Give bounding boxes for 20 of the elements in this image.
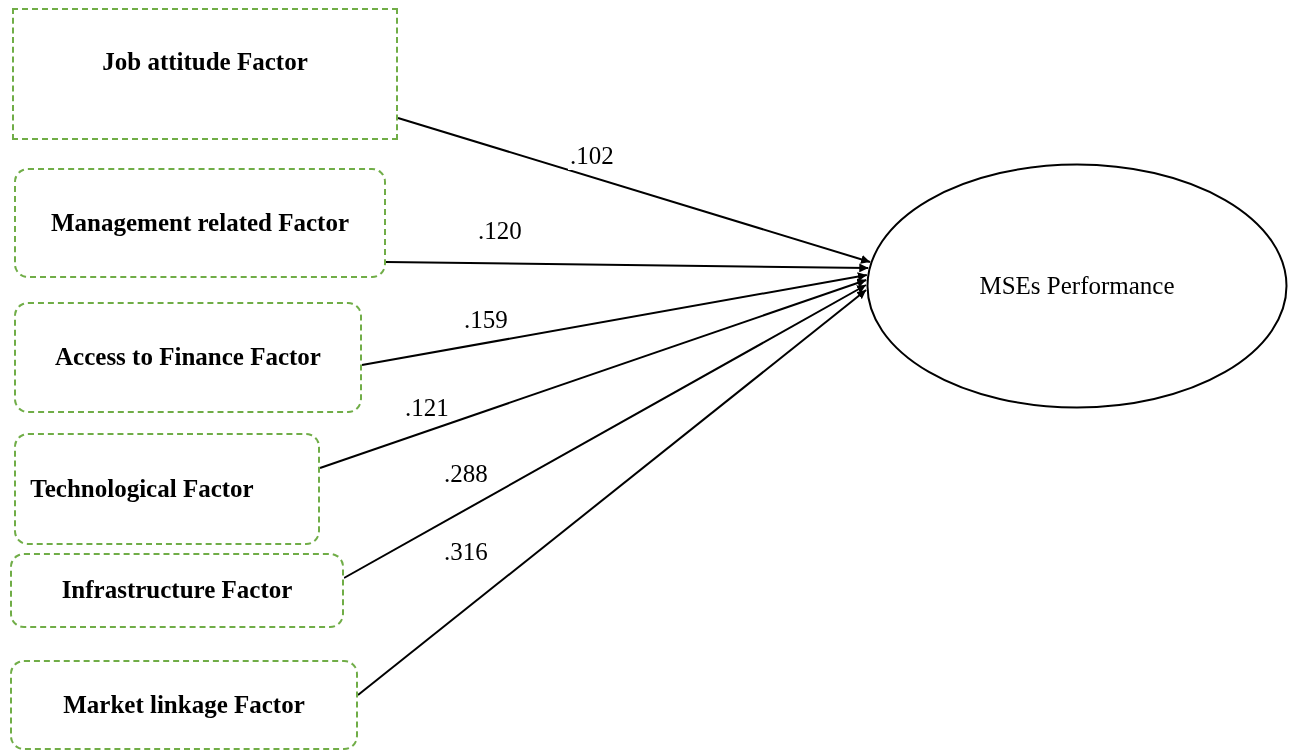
factor-box <box>10 660 358 750</box>
factor-box <box>14 433 320 545</box>
arrow <box>361 272 868 366</box>
outcome-ellipse <box>866 163 1288 409</box>
factor-label: Management related Factor <box>50 207 349 238</box>
factor-box <box>14 168 386 278</box>
factor-label: Job attitude Factor <box>102 46 308 77</box>
arrow <box>319 278 868 469</box>
arrow <box>343 284 867 579</box>
arrow <box>357 289 868 696</box>
outcome-label: MSEs Performance <box>978 270 1176 301</box>
factor-label: Market linkage Factor <box>63 689 305 720</box>
factor-label: Infrastructure Factor <box>61 575 293 606</box>
arrow <box>397 117 872 264</box>
arrow <box>385 261 870 273</box>
factor-box <box>14 302 362 413</box>
factor-label: Technological Factor <box>30 473 254 504</box>
factor-box <box>12 8 398 140</box>
factor-label: Access to Finance Factor <box>55 342 321 373</box>
factor-box <box>10 553 344 628</box>
